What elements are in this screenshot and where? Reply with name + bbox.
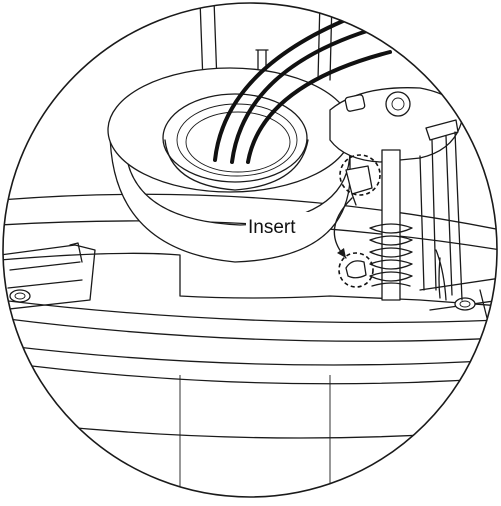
right-rail bbox=[419, 277, 497, 331]
spring-rod bbox=[369, 149, 447, 301]
insert-arrow bbox=[333, 197, 353, 259]
housing-base bbox=[3, 193, 497, 497]
upper-highlight-circle bbox=[339, 154, 381, 196]
magnifier-border bbox=[2, 2, 498, 498]
left-rail bbox=[3, 242, 96, 311]
insert-label: Insert bbox=[248, 217, 296, 238]
cables bbox=[213, 16, 392, 164]
hook-tab bbox=[345, 165, 373, 206]
locking-plate bbox=[329, 87, 463, 301]
lower-highlight-circle bbox=[338, 252, 374, 288]
receiving-slot bbox=[345, 260, 367, 279]
